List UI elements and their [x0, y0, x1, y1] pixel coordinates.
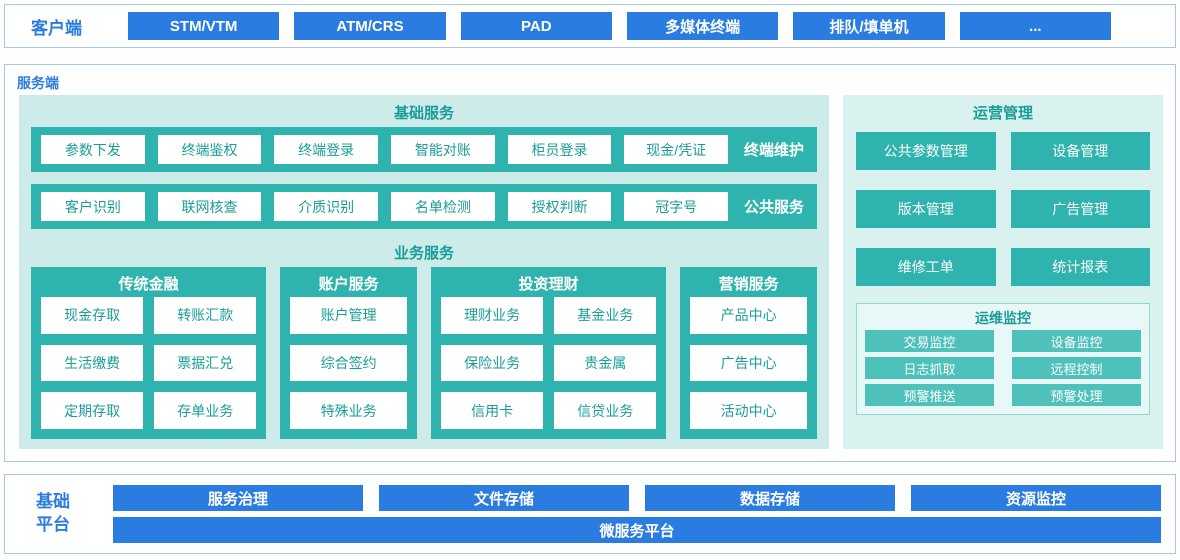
node-cash-voucher: 现金/凭证	[624, 135, 729, 164]
operations-panel: 运营管理 公共参数管理 设备管理 版本管理 广告管理 维修工单 统计报表 运维监…	[843, 95, 1163, 449]
server-band: 服务端 基础服务 参数下发 终端鉴权 终端登录 智能对账 柜员登录 现金/凭证 …	[4, 64, 1176, 462]
client-item-stm-vtm: STM/VTM	[128, 12, 280, 40]
group-traditional-finance: 传统金融 现金存取 转账汇款 生活缴费 票据汇兑 定期存取 存单业务	[31, 267, 267, 439]
node-credit-card: 信用卡	[441, 392, 544, 429]
node-wealth-business: 理财业务	[441, 297, 544, 334]
node-terminal-login: 终端登录	[274, 135, 379, 164]
group-account-services: 账户服务 账户管理 综合签约 特殊业务	[280, 267, 417, 439]
server-band-label: 服务端	[17, 75, 59, 91]
node-transfer-remittance: 转账汇款	[154, 297, 257, 334]
node-insurance-business: 保险业务	[441, 344, 544, 382]
platform-band-label: 基础平台	[36, 492, 70, 534]
node-data-storage: 数据存储	[645, 485, 895, 511]
business-groups: 传统金融 现金存取 转账汇款 生活缴费 票据汇兑 定期存取 存单业务 账户服务 …	[31, 267, 817, 439]
investment-title: 投资理财	[518, 276, 579, 293]
node-microservice-platform: 微服务平台	[113, 517, 1161, 543]
group-investment: 投资理财 理财业务 基金业务 保险业务 贵金属 信用卡 信贷业务	[431, 267, 667, 439]
node-credit-business: 信贷业务	[554, 392, 657, 429]
public-services-label: 公共服务	[744, 199, 805, 216]
traditional-finance-title: 传统金融	[118, 276, 179, 293]
node-remote-control: 远程控制	[1012, 357, 1141, 379]
node-fund-business: 基金业务	[554, 297, 657, 334]
node-public-param-management: 公共参数管理	[856, 132, 996, 170]
node-param-download: 参数下发	[41, 135, 145, 164]
node-log-capture: 日志抓取	[865, 357, 994, 379]
services-panel: 基础服务 参数下发 终端鉴权 终端登录 智能对账 柜员登录 现金/凭证 终端维护…	[19, 95, 829, 449]
monitoring-title: 运维监控	[975, 310, 1031, 326]
node-network-verification: 联网核查	[157, 192, 262, 221]
node-ad-center: 广告中心	[690, 344, 807, 382]
client-item-multimedia-terminal: 多媒体终端	[626, 12, 779, 40]
public-services-row: 客户识别 联网核查 介质识别 名单检测 授权判断 冠字号 公共服务	[31, 184, 817, 229]
node-precious-metal: 贵金属	[554, 344, 657, 382]
client-item-queue-form-machine: 排队/填单机	[793, 12, 945, 40]
node-comprehensive-signing: 综合签约	[290, 344, 407, 382]
basic-services-title: 基础服务	[393, 105, 454, 122]
node-bill-exchange: 票据汇兑	[154, 344, 257, 382]
node-cash-deposit-withdrawal: 现金存取	[41, 297, 144, 334]
node-teller-login: 柜员登录	[507, 135, 612, 164]
client-band: 客户端 STM/VTM ATM/CRS PAD 多媒体终端 排队/填单机 ...	[4, 4, 1176, 48]
group-marketing-services: 营销服务 产品中心 广告中心 活动中心	[680, 267, 817, 439]
node-fixed-deposit: 定期存取	[41, 392, 144, 429]
node-resource-monitor: 资源监控	[911, 485, 1161, 511]
node-special-business: 特殊业务	[290, 392, 407, 429]
marketing-services-title: 营销服务	[718, 276, 779, 293]
terminal-maintenance-label: 终端维护	[744, 142, 805, 159]
node-transaction-monitor: 交易监控	[865, 330, 994, 352]
account-services-title: 账户服务	[318, 276, 379, 293]
node-ad-management: 广告管理	[1010, 190, 1150, 228]
node-alert-push: 预警推送	[865, 384, 994, 406]
platform-band: 基础平台 服务治理 文件存储 数据存储 资源监控 微服务平台	[4, 474, 1176, 554]
node-service-governance: 服务治理	[113, 485, 363, 511]
terminal-maintenance-row: 参数下发 终端鉴权 终端登录 智能对账 柜员登录 现金/凭证 终端维护	[31, 127, 817, 172]
node-device-management: 设备管理	[1010, 132, 1150, 170]
business-services-title: 业务服务	[393, 245, 454, 262]
node-terminal-auth: 终端鉴权	[157, 135, 262, 164]
node-smart-reconciliation: 智能对账	[391, 135, 495, 164]
node-customer-identification: 客户识别	[41, 192, 145, 221]
client-item-pad: PAD	[460, 12, 612, 40]
client-band-label: 客户端	[31, 18, 82, 38]
node-authorization-judgment: 授权判断	[507, 192, 612, 221]
node-product-center: 产品中心	[690, 297, 807, 334]
node-account-management: 账户管理	[290, 297, 407, 334]
client-item-more: ...	[959, 12, 1111, 40]
node-life-payment: 生活缴费	[41, 344, 144, 382]
client-item-atm-crs: ATM/CRS	[294, 12, 446, 40]
node-version-management: 版本管理	[856, 190, 996, 228]
node-medium-identification: 介质识别	[274, 192, 379, 221]
node-alert-handle: 预警处理	[1012, 384, 1141, 406]
node-deposit-certificate: 存单业务	[154, 392, 257, 429]
node-device-monitor: 设备监控	[1012, 330, 1141, 352]
node-activity-center: 活动中心	[690, 392, 807, 429]
node-file-storage: 文件存储	[379, 485, 629, 511]
client-items: STM/VTM ATM/CRS PAD 多媒体终端 排队/填单机 ...	[128, 12, 1111, 40]
operations-title: 运营管理	[972, 105, 1033, 122]
node-repair-order: 维修工单	[856, 248, 996, 286]
node-statistics-report: 统计报表	[1010, 248, 1150, 286]
monitoring-panel: 运维监控 交易监控 设备监控 日志抓取 远程控制 预警推送 预警处理	[856, 303, 1150, 415]
node-banknote-serial: 冠字号	[624, 192, 729, 221]
node-list-check: 名单检测	[391, 192, 495, 221]
